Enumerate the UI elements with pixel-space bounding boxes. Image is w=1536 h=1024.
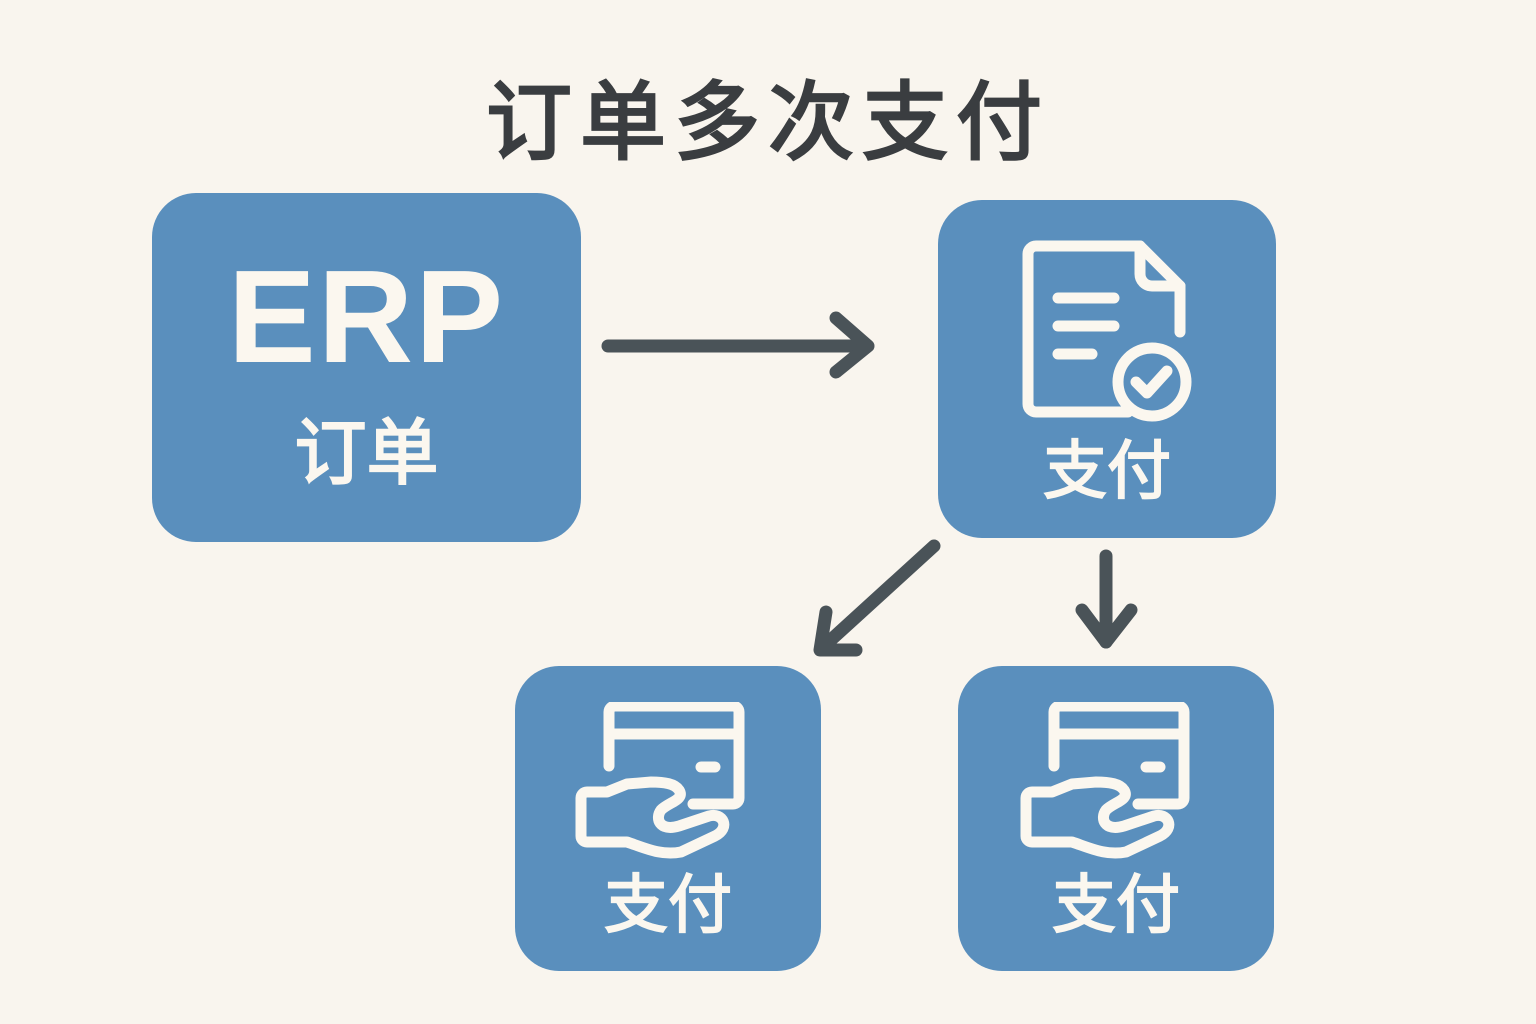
card-hand-icon: [575, 702, 745, 859]
arrow-payment-to-left-payment: [813, 539, 941, 657]
card-hand-icon: [1020, 702, 1190, 859]
payment-label: 支付: [1043, 435, 1171, 509]
arrow-erp-to-payment: [601, 311, 875, 379]
erp-label: ERP: [227, 243, 506, 390]
order-label: 订单: [294, 411, 439, 495]
payment-label: 支付: [604, 869, 732, 943]
diagram-title: 订单多次支付: [486, 73, 1050, 173]
payment-label: 支付: [1052, 869, 1180, 943]
erp-order-node[interactable]: ERP 订单: [152, 193, 581, 542]
payment-node-main[interactable]: 支付: [938, 200, 1276, 538]
payment-node-left[interactable]: 支付: [515, 666, 821, 971]
document-check-icon: [1022, 240, 1192, 422]
payment-node-right[interactable]: 支付: [958, 666, 1274, 971]
arrow-payment-to-right-payment: [1075, 549, 1138, 649]
